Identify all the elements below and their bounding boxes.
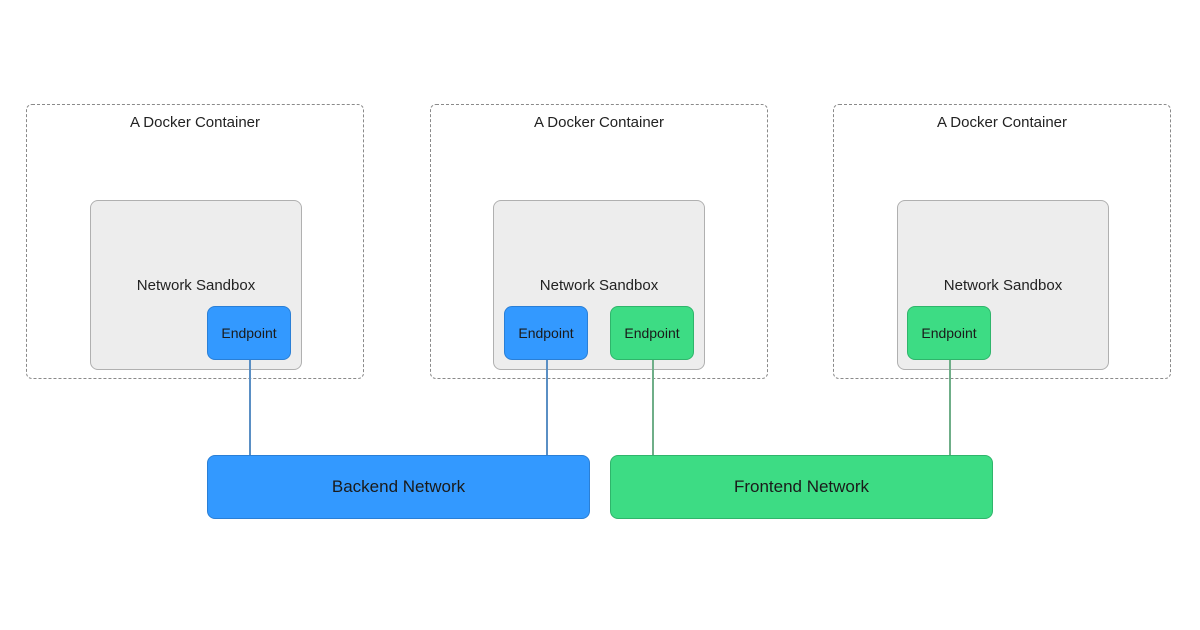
container-title: A Docker Container [533, 114, 665, 131]
container-title: A Docker Container [936, 114, 1068, 131]
frontend-network: Frontend Network [610, 455, 993, 519]
docker-container-3: A Docker Container [833, 104, 1171, 379]
container-title: A Docker Container [129, 114, 261, 131]
link-endpoint-2-to-backend [546, 360, 548, 455]
sandbox-title: Network Sandbox [539, 277, 659, 294]
backend-network: Backend Network [207, 455, 590, 519]
sandbox-title: Network Sandbox [136, 277, 256, 294]
endpoint-3-frontend: Endpoint [907, 306, 991, 360]
endpoint-1-backend: Endpoint [207, 306, 291, 360]
link-endpoint-3-to-frontend [949, 360, 951, 455]
endpoint-2-frontend: Endpoint [610, 306, 694, 360]
link-endpoint-1-to-backend [249, 360, 251, 455]
docker-container-1: A Docker Container [26, 104, 364, 379]
endpoint-2-backend: Endpoint [504, 306, 588, 360]
docker-container-2: A Docker Container [430, 104, 768, 379]
sandbox-title: Network Sandbox [943, 277, 1063, 294]
link-endpoint-2-to-frontend [652, 360, 654, 455]
